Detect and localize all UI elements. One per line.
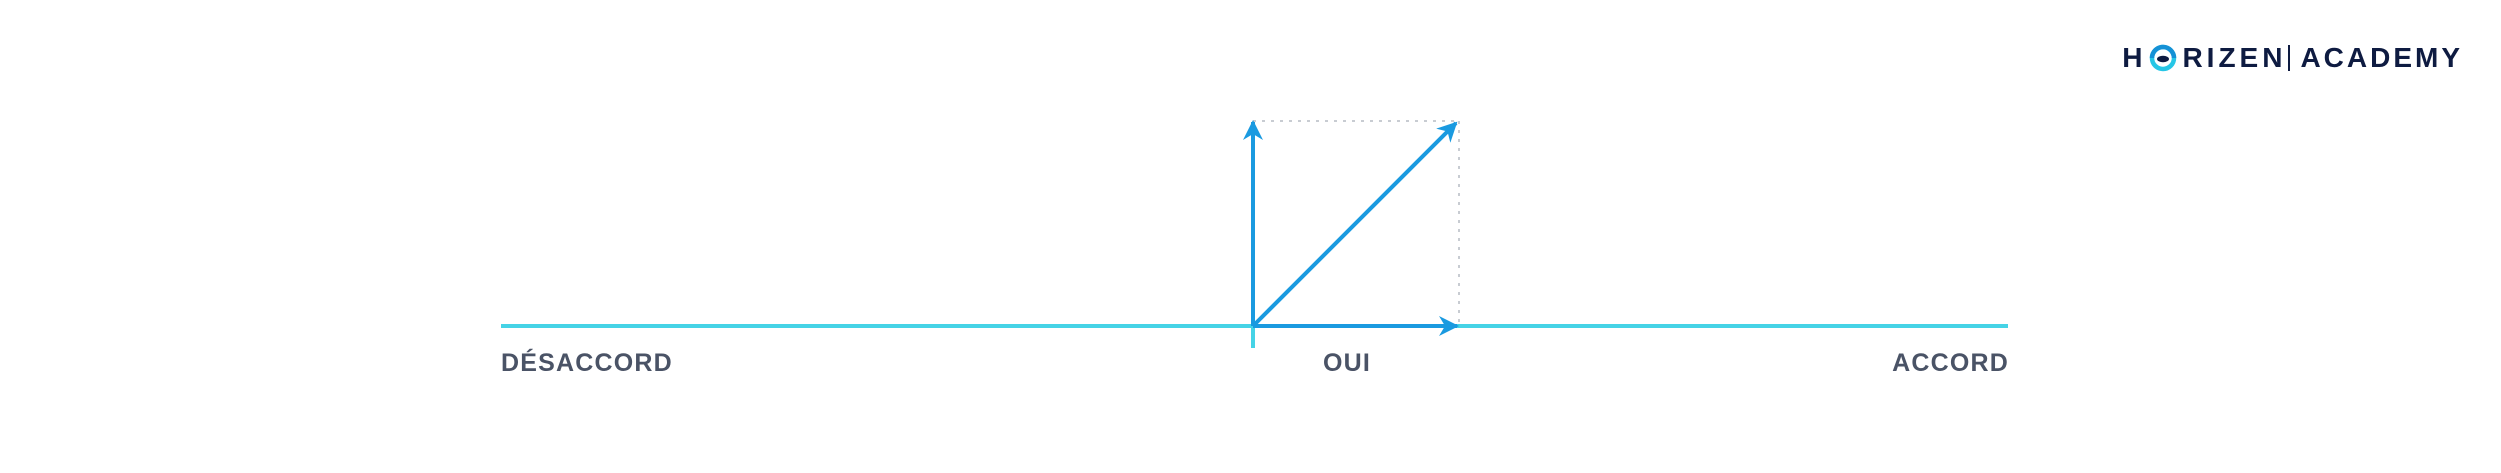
logo-letter-h: H	[2122, 42, 2147, 73]
horizen-o-mark-icon	[2150, 44, 2177, 72]
logo-divider	[2288, 45, 2291, 71]
vector-diagonal-arrow	[1251, 121, 1458, 328]
label-disagreement: DÉSACCORD	[501, 349, 673, 377]
label-agreement: ACCORD	[1892, 349, 2009, 377]
logo-word-rizen: RIZEN	[2182, 42, 2287, 73]
label-yes: OUI	[1323, 349, 1372, 377]
horizen-academy-logo: H RIZEN ACADEMY	[2122, 38, 2463, 78]
logo-word-academy: ACADEMY	[2300, 42, 2463, 73]
